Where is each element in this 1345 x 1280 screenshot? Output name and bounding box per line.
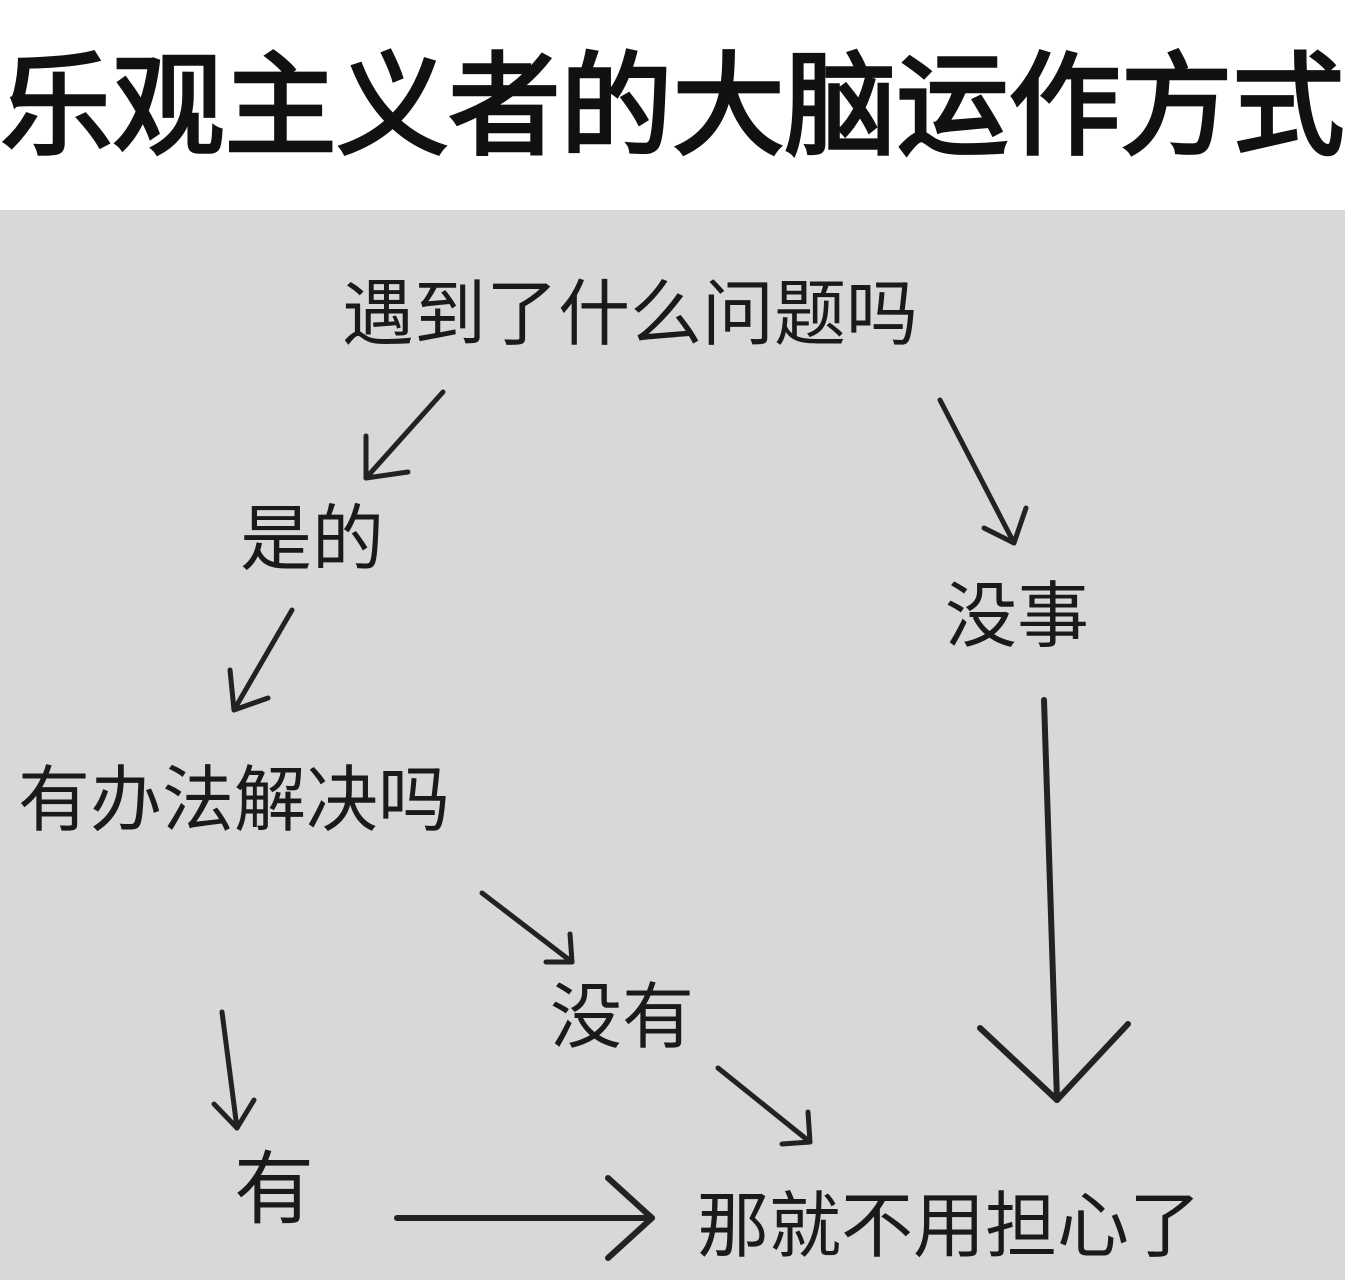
page-title: 乐观主义者的大脑运作方式	[0, 42, 1345, 172]
arrow-has-way-to-conclusion	[394, 1175, 655, 1261]
arrow-solvable-to-no-way	[479, 890, 575, 965]
arrow-question-to-yes	[363, 389, 446, 481]
arrow-solvable-to-has-way	[211, 1009, 257, 1131]
arrow-no-problem-to-conclusion	[977, 697, 1131, 1103]
node-yes: 是的	[240, 497, 385, 581]
arrow-yes-to-solvable	[227, 607, 295, 713]
node-no-problem: 没事	[945, 574, 1090, 658]
arrow-question-to-no-problem	[937, 397, 1029, 546]
node-solvable: 有办法解决吗	[18, 758, 451, 842]
flowchart-panel	[0, 210, 1345, 1280]
node-conclusion: 那就不用担心了	[697, 1184, 1202, 1268]
node-question: 遇到了什么问题吗	[342, 272, 919, 356]
header: 乐观主义者的大脑运作方式	[0, 0, 1345, 210]
arrow-no-way-to-conclusion	[715, 1065, 813, 1147]
node-no-way: 没有	[550, 975, 695, 1059]
node-has-way: 有	[234, 1143, 314, 1236]
